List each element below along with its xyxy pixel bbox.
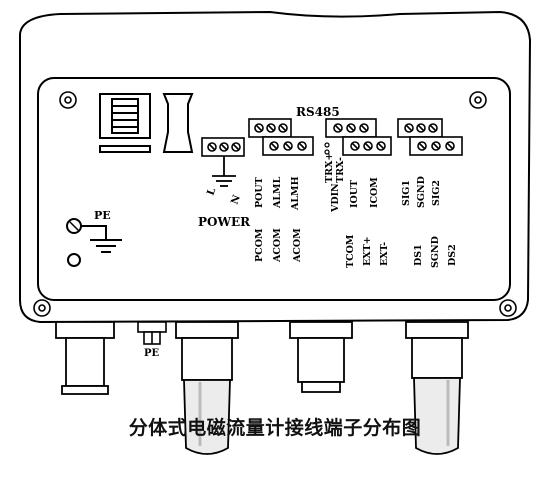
excitation-terminal-lower bbox=[409, 136, 463, 156]
terminal-label-pcom: PCOM bbox=[254, 228, 265, 262]
terminal-label-icom: ICOM bbox=[369, 177, 380, 208]
trx-contact-dots bbox=[324, 142, 330, 155]
terminal-label-ds2: DS2 bbox=[447, 244, 458, 266]
terminal-label-ds1: DS1 bbox=[413, 244, 424, 266]
terminal-label-acom-2: ACOM bbox=[292, 228, 303, 263]
cable-gland-4 bbox=[405, 321, 469, 455]
terminal-label-sig1: SIG1 bbox=[401, 180, 412, 206]
terminal-label-tcom: TCOM bbox=[345, 234, 356, 268]
alarm-terminal-lower bbox=[262, 136, 314, 156]
corner-screw-holes bbox=[33, 91, 517, 317]
terminal-label-almh: ALMH bbox=[290, 176, 301, 211]
signal-terminal-upper bbox=[397, 118, 443, 138]
power-label-n: N bbox=[229, 194, 242, 206]
diagram-caption: 分体式电磁流量计接线端子分布图 bbox=[128, 417, 422, 439]
terminal-label-sig2: SIG2 bbox=[431, 180, 442, 206]
pe-ground-symbol bbox=[66, 218, 122, 267]
terminal-label-ext-minus: EXT- bbox=[379, 242, 390, 266]
rs485-label: RS485 bbox=[296, 105, 340, 119]
terminal-label-iout: IOUT bbox=[349, 180, 360, 208]
pe-stud bbox=[137, 321, 167, 345]
power-label-l: L bbox=[205, 187, 218, 197]
pe-label: PE bbox=[94, 209, 111, 222]
terminal-label-vdin: VDIN bbox=[330, 183, 341, 213]
cable-gland-3 bbox=[289, 321, 353, 393]
terminal-label-trx-minus: TRX- bbox=[335, 157, 346, 183]
power-label: POWER bbox=[198, 215, 251, 229]
terminal-panel bbox=[37, 77, 511, 301]
cable-gland-1 bbox=[55, 321, 115, 395]
cable-gland-2 bbox=[175, 321, 239, 455]
terminal-label-ext-plus: EXT+ bbox=[362, 236, 373, 266]
power-terminal-block bbox=[201, 137, 245, 187]
terminal-label-pout: POUT bbox=[254, 177, 265, 208]
fuse-block bbox=[99, 93, 194, 153]
rs485-terminal-upper bbox=[325, 118, 377, 138]
pe-stud-label: PE bbox=[144, 348, 160, 359]
alarm-terminal-upper bbox=[248, 118, 292, 138]
terminal-label-acom-1: ACOM bbox=[272, 228, 283, 263]
current-output-terminal bbox=[342, 136, 392, 156]
terminal-label-sgnd-1: SGND bbox=[416, 176, 427, 208]
terminal-label-trx-plus: TRX+ bbox=[324, 153, 335, 183]
terminal-label-sgnd-2: SGND bbox=[430, 236, 441, 268]
terminal-label-alml: ALML bbox=[272, 176, 283, 209]
